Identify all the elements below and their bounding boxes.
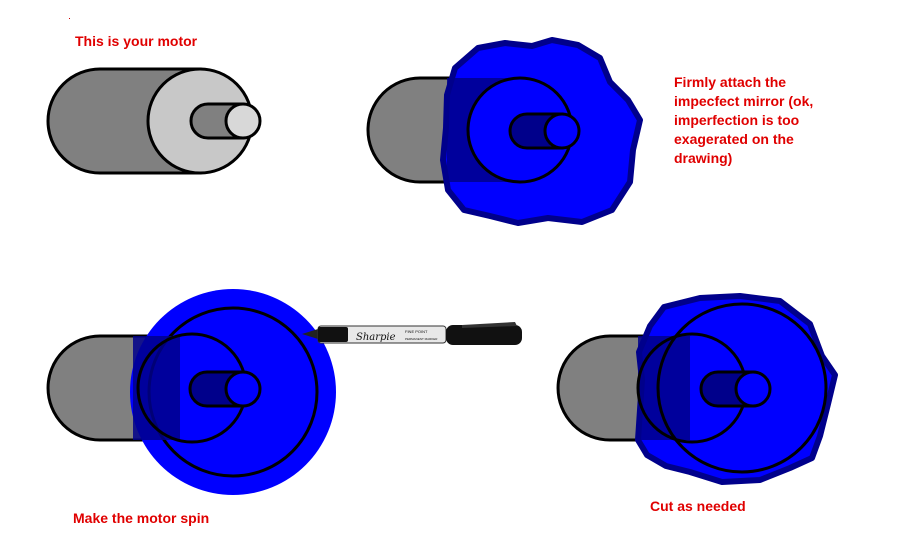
mirror-outline <box>656 302 828 474</box>
motor-shaft-end <box>734 370 772 408</box>
marker-sub-text: PERMANENT MARKER <box>405 337 438 341</box>
motor-shaft-end <box>224 370 262 408</box>
stray-dot <box>69 18 70 19</box>
marker-clip <box>462 322 517 328</box>
caption-cut-as-needed: Cut as needed <box>650 498 746 514</box>
motor-shaft-end <box>543 112 581 150</box>
motor-step-3: Sharpie FINE POINT PERMANENT MARKER <box>46 289 522 495</box>
mirror-covered-body <box>133 336 180 440</box>
motor-step-2 <box>366 37 643 226</box>
marker-tip <box>302 329 318 339</box>
caption-make-motor-spin: Make the motor spin <box>73 510 210 526</box>
caption-this-is-your-motor: This is your motor <box>75 33 198 49</box>
marker-cap <box>446 325 522 345</box>
sharpie-marker-icon: Sharpie FINE POINT PERMANENT MARKER <box>302 322 522 345</box>
caption-attach-mirror: Firmly attach the impecfect mirror (ok, … <box>674 74 814 166</box>
marker-brand-text: Sharpie <box>356 332 396 343</box>
motor-shaft-end <box>224 102 262 140</box>
mirror-covered-body <box>638 336 690 440</box>
motor-step-1 <box>46 67 262 175</box>
marker-grip <box>318 327 348 342</box>
marker-tip-text: FINE POINT <box>405 329 428 334</box>
motor-step-4 <box>556 293 838 485</box>
